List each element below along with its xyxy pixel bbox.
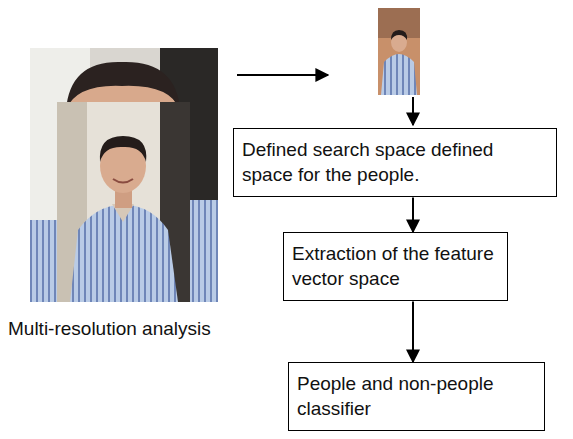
box-text: Defined search space defined space for t… xyxy=(242,138,548,187)
flow-arrow xyxy=(412,197,414,232)
process-box: People and non-people classifier xyxy=(288,362,545,431)
full-photo xyxy=(57,102,190,302)
process-box: Extraction of the feature vector space xyxy=(283,232,508,301)
small-photo xyxy=(378,8,420,95)
box-text: People and non-people classifier xyxy=(297,372,536,421)
flow-arrow xyxy=(412,301,414,362)
caption-label: Multi-resolution analysis xyxy=(8,318,211,340)
flow-arrow xyxy=(237,74,328,76)
box-text: Extraction of the feature vector space xyxy=(292,242,499,291)
zoomed-photo xyxy=(30,48,218,302)
flow-arrow xyxy=(412,97,414,125)
process-box: Defined search space defined space for t… xyxy=(233,128,557,197)
